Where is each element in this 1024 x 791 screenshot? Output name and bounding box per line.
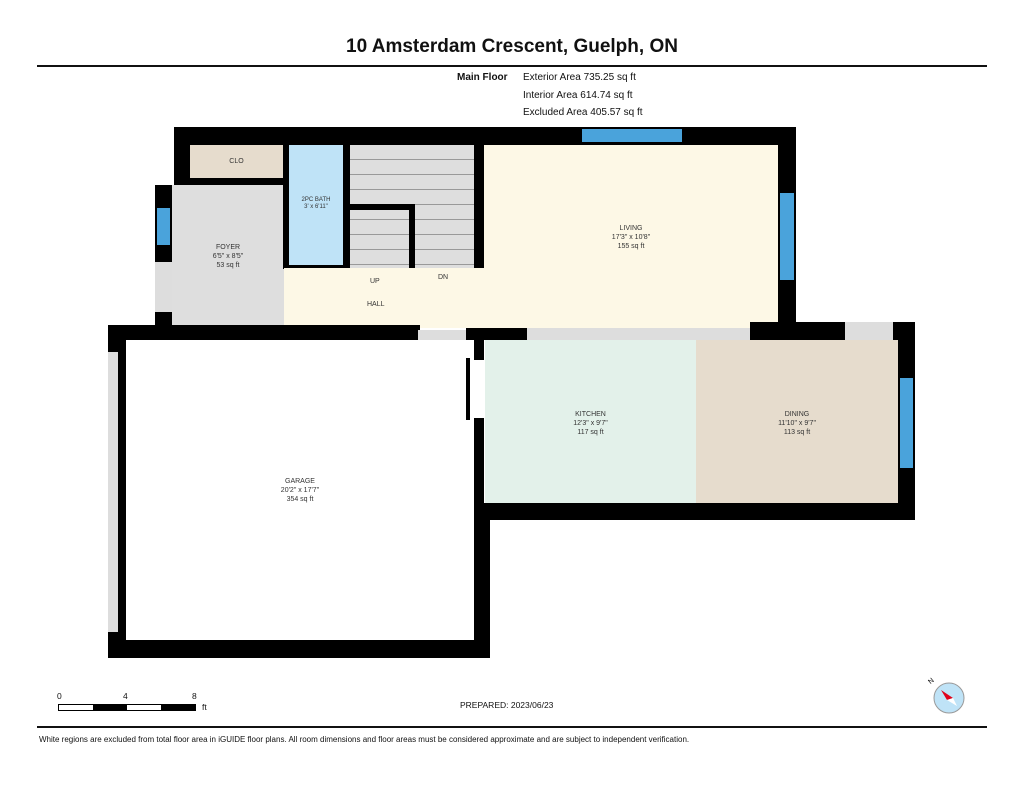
room-dims: 17'3" x 10'8" [611,234,651,241]
room-dims: 11'10" x 9'7" [778,420,816,427]
page-title: 10 Amsterdam Crescent, Guelph, ON [346,36,678,57]
wall [108,325,420,340]
room-bath: 2PC BATH 3' x 6'11" [289,145,343,265]
scale-bar-graphic [58,704,196,711]
window [157,208,170,245]
scale-unit: ft [202,702,207,712]
excluded-area: Excluded Area 405.57 sq ft [523,107,643,118]
garage-door[interactable] [418,330,468,340]
patio-door[interactable] [845,322,893,340]
stairs-up-label: UP [370,278,380,285]
room-dims: 12'3" x 9'7" [573,420,608,427]
room-hall: UP DN HALL [284,268,484,328]
room-name: CLO [229,158,244,165]
opening [527,328,750,340]
prepared-date: PREPARED: 2023/06/23 [460,700,554,710]
scale-tick: 4 [123,691,128,701]
room-dims: 3' x 6'11" [304,204,328,210]
room-label: KITCHEN 12'3" x 9'7" 117 sq ft [485,410,696,437]
wall [108,640,490,658]
header-rule [37,65,987,67]
interior-area: Interior Area 614.74 sq ft [523,90,633,101]
wall [474,340,484,360]
wall [466,328,528,340]
wall [750,322,845,340]
wall [350,204,414,210]
room-area: 354 sq ft [286,496,314,503]
room-name: HALL [367,301,385,308]
room-name: 2PC BATH [301,197,331,203]
window [900,378,913,468]
room-name: DINING [784,411,810,418]
room-name: FOYER [215,244,241,251]
wall [174,178,289,185]
wall [474,503,915,520]
wall [283,265,350,269]
wall [466,358,470,420]
footer-rule [37,726,987,728]
wall [474,418,484,520]
room-label: GARAGE 20'2" x 17'7" 354 sq ft [126,477,474,504]
compass-icon: N [927,677,965,714]
entry-door[interactable] [155,262,173,312]
wall [343,145,350,269]
room-foyer: FOYER 6'5" x 8'5" 53 sq ft [172,185,284,328]
room-closet: CLO [190,145,283,178]
exterior-area: Exterior Area 735.25 sq ft [523,72,636,83]
room-label: 2PC BATH 3' x 6'11" [289,197,343,211]
room-name: KITCHEN [575,411,606,418]
room-label: LIVING 17'3" x 10'8" 155 sq ft [484,224,778,251]
wall [174,127,796,145]
wall [409,204,415,269]
wall [174,127,190,187]
scale-tick: 8 [192,691,197,701]
wall [283,145,289,267]
garage-overhead-door[interactable] [108,352,118,632]
room-garage: GARAGE 20'2" x 17'7" 354 sq ft [126,340,474,640]
room-dims: 6'5" x 8'5" [212,253,244,260]
window [780,193,794,280]
room-dims: 20'2" x 17'7" [280,487,320,494]
disclaimer: White regions are excluded from total fl… [39,735,690,744]
room-dining: DINING 11'10" x 9'7" 113 sq ft [696,340,898,503]
room-label: FOYER 6'5" x 8'5" 53 sq ft [172,243,284,270]
room-area: 155 sq ft [617,243,645,250]
room-name: LIVING [619,225,643,232]
wall [474,145,484,269]
scale-tick: 0 [57,691,62,701]
room-area: 117 sq ft [577,429,604,436]
room-label: DINING 11'10" x 9'7" 113 sq ft [696,410,898,437]
window [582,129,682,142]
room-area: 113 sq ft [783,429,811,436]
floor-name: Main Floor [457,72,508,83]
room-kitchen: KITCHEN 12'3" x 9'7" 117 sq ft [485,340,696,503]
room-area: 53 sq ft [216,262,240,269]
stairs-down-label: DN [438,274,449,281]
room-name: GARAGE [285,478,315,485]
room-living: LIVING 17'3" x 10'8" 155 sq ft [484,145,778,328]
wall [474,503,490,658]
